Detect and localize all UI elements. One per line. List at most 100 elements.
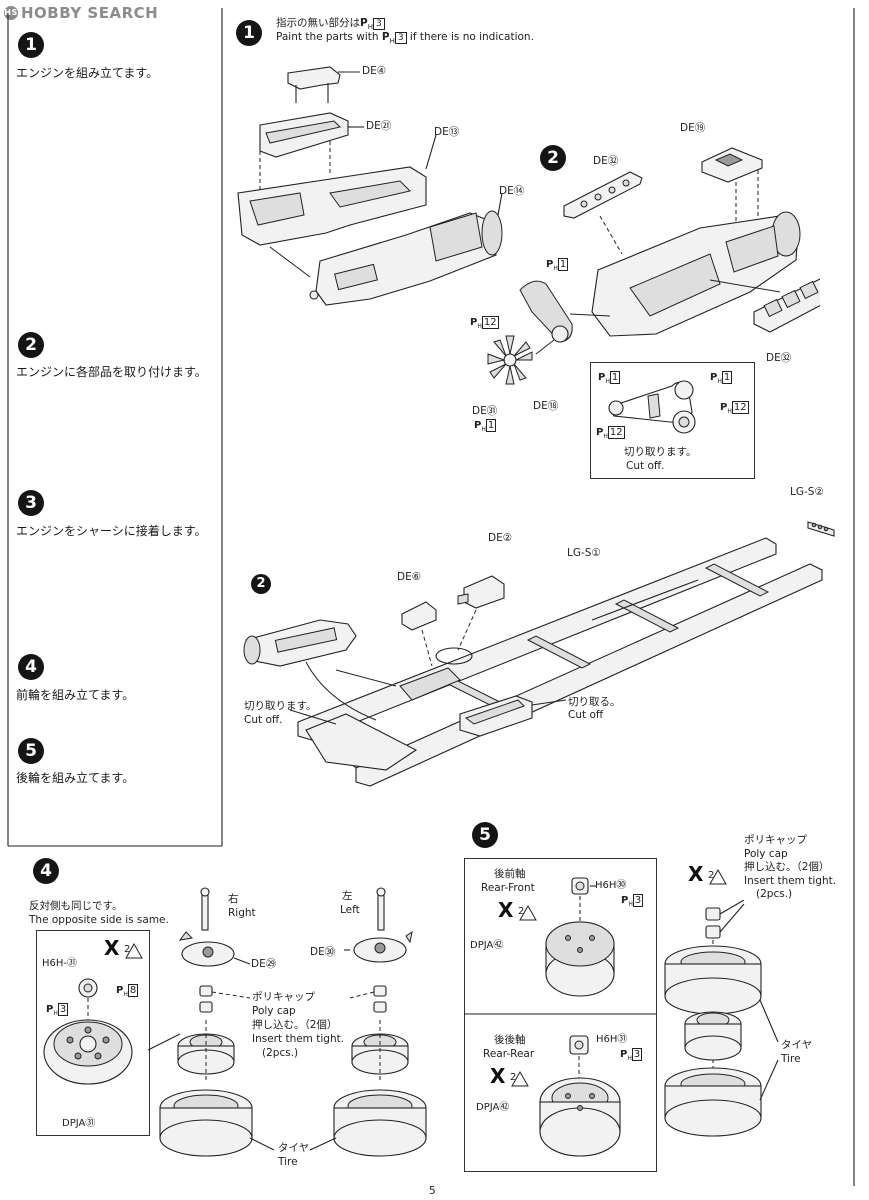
tire-jp-5: タイヤ — [781, 1039, 813, 1051]
step5-badge-b: 2 — [510, 1072, 517, 1083]
label-de13: DE⑬ — [434, 126, 460, 138]
cut-right-en: Cut off — [568, 709, 604, 721]
left-jp: 左 — [342, 890, 353, 902]
opposite-jp: 反対側も同じです。 — [29, 900, 123, 912]
cut-left-jp: 切り取ります。 — [244, 700, 317, 712]
tire-jp-4: タイヤ — [278, 1142, 310, 1154]
right-en: Right — [228, 907, 256, 919]
label-de19: DE⑲ — [680, 122, 706, 134]
engine-assembly-diagram — [237, 66, 503, 306]
paint-ph3-step4-num: 3 — [57, 1003, 69, 1016]
paint-ph3-b-num: 3 — [631, 1048, 643, 1061]
step-2-number: 2 — [540, 145, 566, 171]
inset-cut-en: Cut off. — [626, 460, 665, 472]
h6h-a-label: H6H㉚ — [595, 880, 627, 891]
no-glue-x-icon-b: X — [490, 1064, 506, 1088]
insert-pcs-4: (2pcs.) — [262, 1047, 299, 1059]
chassis-diagram — [243, 521, 835, 787]
polycap-en-5: Poly cap — [744, 848, 788, 860]
sidebar-step-1-text: エンジンを組み立てます。 — [16, 66, 159, 80]
paint-number-2: 3 — [394, 32, 407, 44]
polycap-jp-5: ポリキャップ — [744, 834, 807, 846]
label-de32-top: DE㉜ — [593, 155, 619, 167]
paint-number: 3 — [372, 18, 385, 30]
dpja-a-label: DPJA㊷ — [470, 940, 504, 951]
warning-triangle-icon-a — [518, 904, 537, 920]
step4-badge-num: 2 — [124, 944, 131, 955]
sidebar-step-5-text: 後輪を組み立てます。 — [16, 771, 135, 785]
engine-ref-badge: 2 — [251, 574, 271, 594]
tire-en-4: Tire — [278, 1156, 298, 1168]
label-de14: DE⑭ — [499, 185, 525, 197]
rear-rear-jp: 後後軸 — [494, 1034, 526, 1046]
label-lgs1: LG-S① — [567, 547, 601, 559]
dpja-front-label: DPJA㉛ — [62, 1118, 96, 1129]
cut-left-en: Cut off. — [244, 714, 283, 726]
label-de21: DE㉑ — [366, 120, 392, 132]
label-lgs2: LG-S② — [790, 486, 824, 498]
step5-badge-a: 2 — [518, 906, 525, 917]
inset-paint-1b-num: 1 — [721, 371, 733, 384]
rear-rear-en: Rear-Rear — [483, 1048, 535, 1060]
insert-pcs-5: (2pcs.) — [756, 888, 793, 900]
opposite-en: The opposite side is same. — [29, 914, 169, 926]
sidebar-step-4-number: 4 — [18, 654, 44, 680]
rear-tires-diagram — [664, 900, 779, 1137]
h6h-label: H6H-㉛ — [42, 958, 78, 969]
sidebar-step-5-number: 5 — [18, 738, 44, 764]
sidebar-step-3-number: 3 — [18, 490, 44, 516]
label-de4: DE④ — [362, 65, 387, 77]
step5-badge-c: 2 — [708, 870, 715, 881]
sidebar-step-2-text: エンジンに各部品を取り付けます。 — [16, 365, 207, 379]
step-1-note-jp-text: 指示の無い部分は — [276, 17, 360, 29]
polycap-en-4: Poly cap — [252, 1005, 296, 1017]
insert-en-5: Insert them tight. — [744, 875, 837, 887]
rear-front-en: Rear-Front — [481, 882, 535, 894]
cut-right-jp: 切り取る。 — [568, 696, 621, 708]
no-glue-x-icon: X — [104, 936, 120, 960]
rear-front-glue-warning: X 2 — [498, 898, 537, 922]
inset-cut-jp: 切り取ります。 — [624, 446, 697, 458]
sidebar-step-4-text: 前輪を組み立てます。 — [16, 688, 135, 702]
left-en: Left — [340, 904, 360, 916]
paint-ph12-num: 12 — [481, 316, 499, 329]
paint-sub: H — [367, 23, 373, 32]
insert-jp-4: 押し込む。（2個） — [252, 1019, 338, 1031]
right-jp: 右 — [228, 893, 239, 905]
warning-triangle-icon-c — [708, 868, 727, 884]
step-4-number: 4 — [33, 858, 59, 884]
dpja-b-label: DPJA㊷ — [476, 1102, 510, 1113]
paint-ph1-b-num: 1 — [485, 419, 497, 432]
label-de18: DE⑱ — [533, 400, 559, 412]
front-wheels-diagram — [159, 887, 427, 1157]
engine-parts-diagram — [487, 147, 820, 385]
rear-inset-divider — [464, 1013, 656, 1015]
rear-rear-glue-warning: X 2 — [490, 1064, 529, 1088]
no-glue-x-icon-a: X — [498, 898, 514, 922]
de30-label: DE㉚ — [310, 946, 336, 958]
paint-code: P — [360, 17, 368, 29]
step-1-number: 1 — [236, 20, 262, 46]
label-de6: DE⑥ — [397, 571, 422, 583]
inset-paint-12a-num: 12 — [731, 401, 749, 414]
paint-ph8-num: 8 — [127, 984, 139, 997]
h6h-b-label: H6H㉛ — [596, 1034, 628, 1045]
insert-en-4: Insert them tight. — [252, 1033, 345, 1045]
insert-jp-5: 押し込む。（2個） — [744, 861, 830, 873]
step-1-note-en-b: if there is no indication. — [409, 31, 534, 43]
inset-paint-12b-num: 12 — [607, 426, 625, 439]
belt-inset-diagram — [608, 380, 696, 434]
no-glue-x-icon-c: X — [688, 862, 704, 886]
front-wheel-detail — [43, 978, 181, 1085]
